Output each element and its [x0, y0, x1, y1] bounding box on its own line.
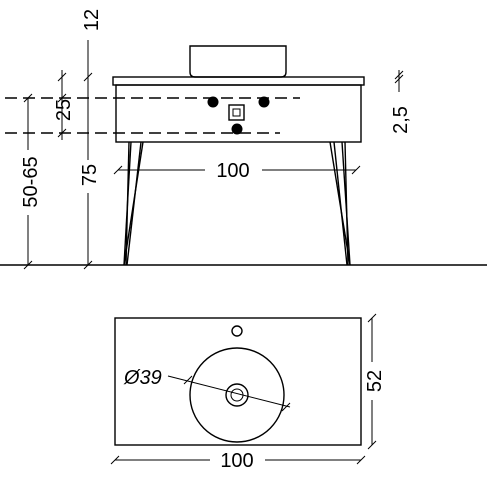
- front-view: 100 75 12 25 50-65 2,5: [0, 9, 487, 270]
- drain-outer: [225, 383, 249, 407]
- leg-left: [123, 141, 144, 266]
- fitting-left: [207, 96, 219, 108]
- faucet-hole: [231, 325, 243, 337]
- top-view: Ø39 52 100: [110, 313, 386, 472]
- dim-bowl-diameter: Ø39: [123, 367, 162, 389]
- dim-width-top: 100: [220, 450, 253, 472]
- dim-width-front: 100: [216, 160, 249, 182]
- drain-box-inner: [232, 108, 241, 117]
- cabinet-body: [115, 84, 362, 143]
- dim-total-height: 75: [79, 164, 101, 186]
- countertop-plan: [114, 317, 362, 446]
- basin-bowl: [189, 347, 285, 443]
- leg-right: [329, 141, 351, 266]
- dim-top-thickness: 12: [81, 9, 103, 31]
- fitting-right: [258, 96, 270, 108]
- dim-drawer-offset: 25: [53, 99, 75, 121]
- countertop: [112, 76, 365, 86]
- fitting-bottom: [231, 123, 243, 135]
- dim-line-bowl-diameter: [167, 375, 291, 408]
- vessel-basin: [189, 45, 287, 78]
- dim-depth: 52: [364, 370, 386, 392]
- dim-mount-height: 50-65: [20, 156, 42, 207]
- drain-box-outer: [228, 104, 245, 121]
- dim-counter-offset: 2,5: [390, 106, 412, 134]
